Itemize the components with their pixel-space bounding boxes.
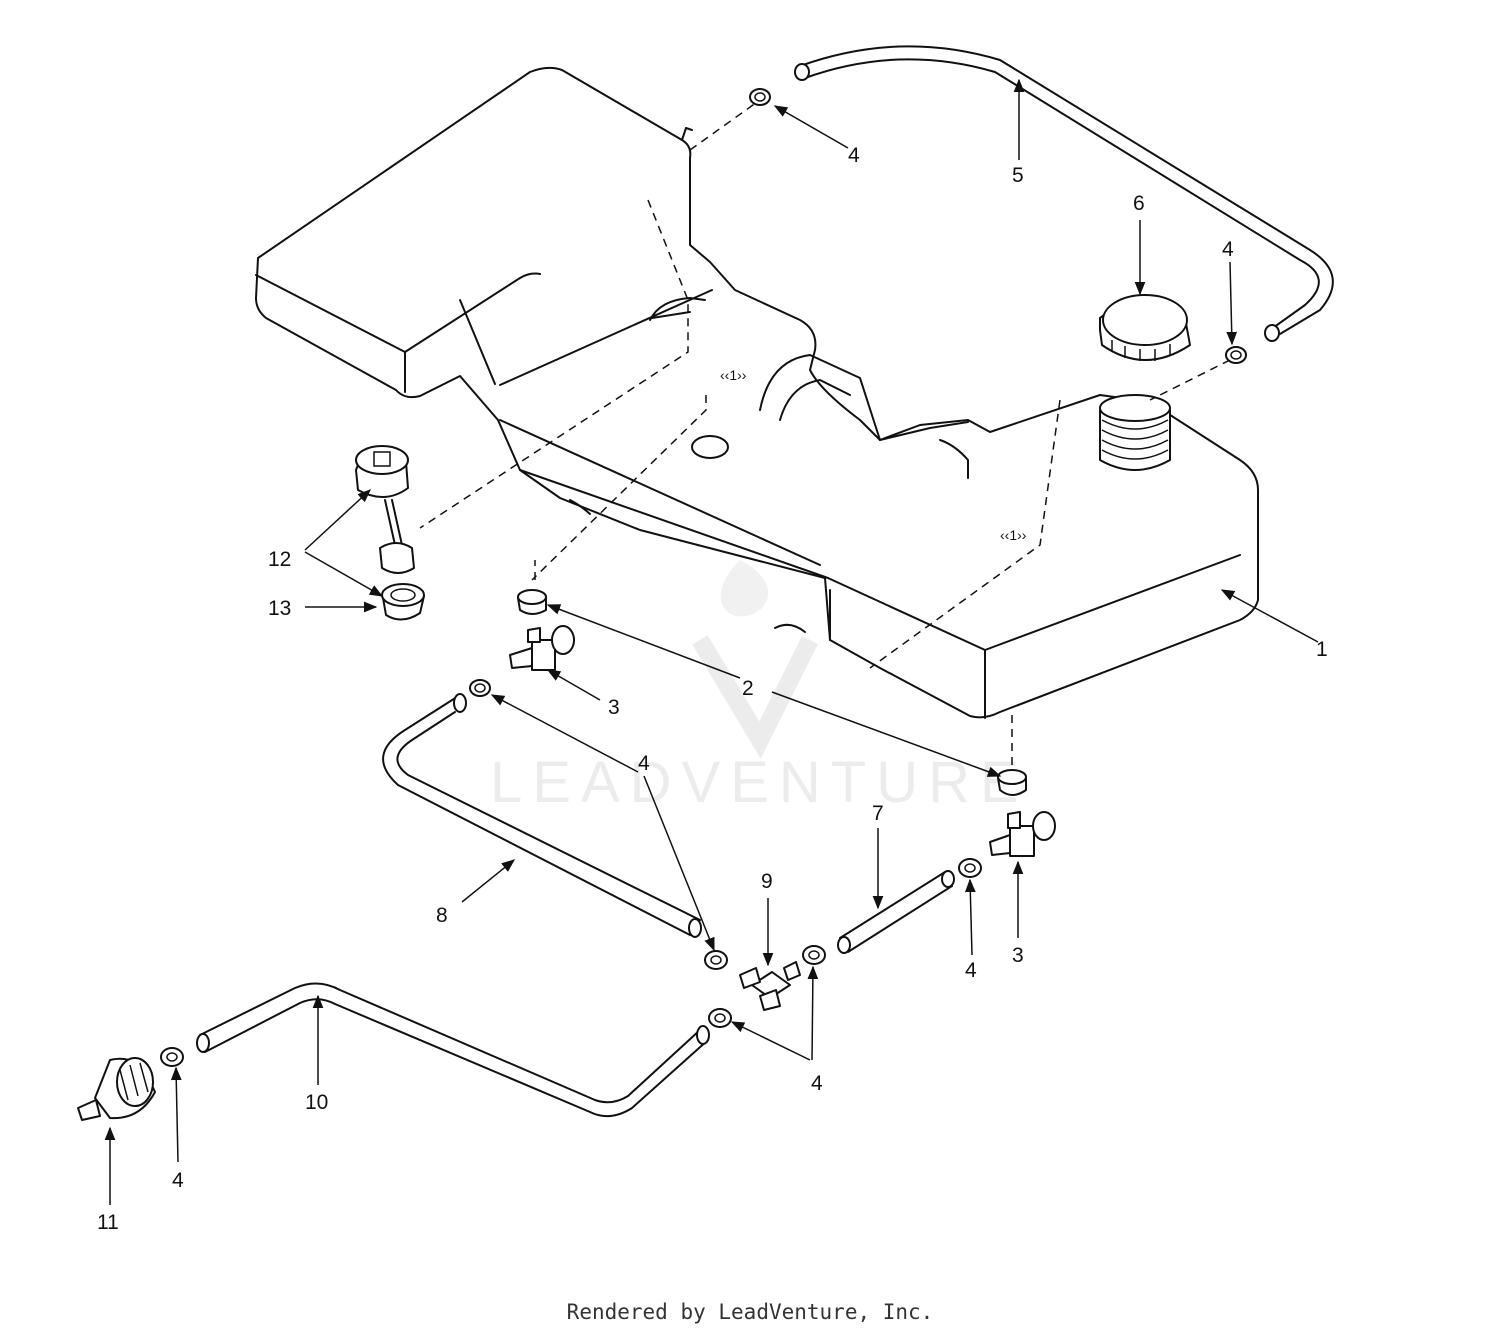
callout-4-right: 4 bbox=[1222, 238, 1234, 261]
callout-12: 12 bbox=[268, 548, 291, 571]
grommet bbox=[517, 589, 547, 615]
hose-clamp bbox=[704, 950, 728, 970]
tee-fitting bbox=[739, 961, 801, 1011]
fuel-gauge bbox=[355, 445, 415, 574]
callout-4-tee: 4 bbox=[811, 1072, 823, 1095]
callout-7: 7 bbox=[872, 802, 884, 825]
callout-4-top: 4 bbox=[848, 144, 860, 167]
hose-clamp bbox=[469, 679, 491, 697]
vent-hose bbox=[794, 45, 1334, 342]
callout-5: 5 bbox=[1012, 164, 1024, 187]
callout-3-upper: 3 bbox=[608, 696, 620, 719]
watermark-text: LEADVENTURE bbox=[490, 750, 1029, 815]
hose-clamp bbox=[802, 945, 826, 965]
callout-4-filter: 4 bbox=[172, 1169, 184, 1192]
shutoff-valve bbox=[989, 811, 1056, 857]
grommet bbox=[997, 769, 1027, 796]
fuel-hose-short bbox=[837, 870, 955, 954]
fuel-hose-left bbox=[382, 693, 702, 938]
grommet-gauge bbox=[381, 583, 425, 621]
callout-4-middle: 4 bbox=[638, 752, 650, 775]
callout-6: 6 bbox=[1133, 192, 1145, 215]
shutoff-valve bbox=[509, 625, 575, 671]
hose-clamp bbox=[708, 1008, 732, 1028]
callout-13: 13 bbox=[268, 597, 291, 620]
callout-8: 8 bbox=[436, 904, 448, 927]
hose-clamp bbox=[749, 88, 771, 106]
leadventure-watermark-logo bbox=[692, 560, 819, 759]
hose-clamp bbox=[160, 1047, 184, 1067]
hose-clamp bbox=[958, 858, 982, 878]
fuel-hose-long bbox=[196, 982, 710, 1118]
svg-text:‹‹1››: ‹‹1›› bbox=[720, 367, 747, 383]
callout-1: 1 bbox=[1316, 638, 1328, 661]
callout-9: 9 bbox=[761, 870, 773, 893]
callout-2: 2 bbox=[742, 677, 754, 700]
fuel-tank bbox=[255, 66, 1259, 719]
filler-neck bbox=[1099, 394, 1171, 471]
assembly-guide-lines: ‹‹1›› ‹‹1›› bbox=[419, 99, 1231, 768]
footer-credit: Rendered by LeadVenture, Inc. bbox=[566, 1300, 934, 1324]
callout-11: 11 bbox=[97, 1211, 119, 1234]
leader-lines bbox=[104, 78, 1319, 1205]
fuel-cap bbox=[1099, 294, 1191, 361]
callout-4-valve: 4 bbox=[965, 959, 977, 982]
callout-3-lower: 3 bbox=[1012, 944, 1024, 967]
fuel-filter bbox=[77, 1057, 156, 1121]
svg-text:‹‹1››: ‹‹1›› bbox=[1000, 527, 1027, 543]
hose-clamp bbox=[1225, 346, 1247, 364]
callout-10: 10 bbox=[305, 1091, 328, 1114]
